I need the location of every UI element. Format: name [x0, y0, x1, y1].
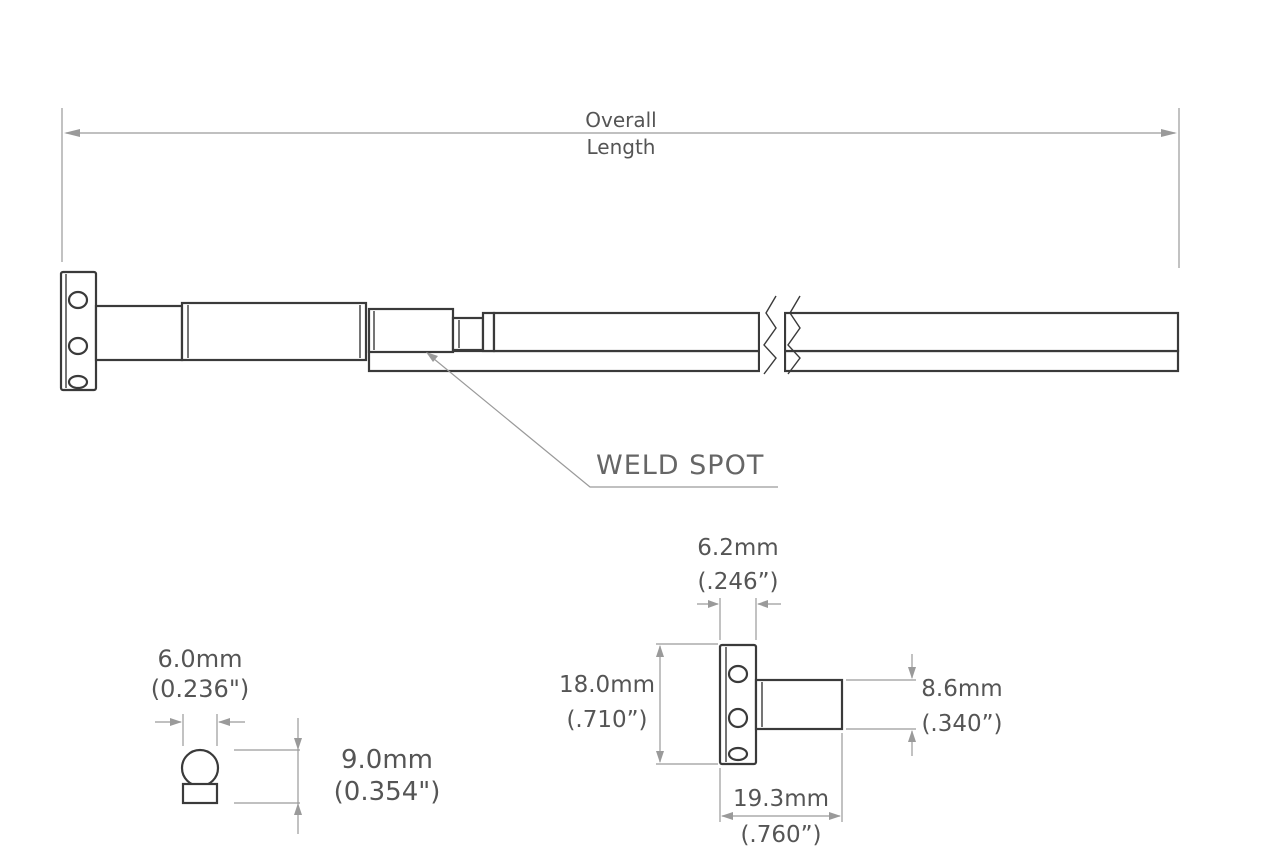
shaft-segment-1 — [94, 304, 184, 362]
long-rod-right — [783, 311, 1180, 353]
flange-thickness-in: (.246”) — [697, 569, 778, 595]
side-view-stub-shaft — [754, 678, 844, 731]
overall-length-dimension: Overall Length — [61, 108, 1180, 268]
side-view: 6.2mm (.246”) 18.0mm (.710”) 8.6mm ( — [559, 535, 1003, 848]
end-view-height-arrow-bottom-icon — [294, 803, 302, 815]
flange-hole-middle — [67, 336, 89, 356]
end-view: 6.0mm (0.236") 9.0mm (0.354") — [151, 645, 441, 834]
shaft-diameter-mm: 8.6mm — [921, 676, 1002, 702]
weld-spot-label: WELD SPOT — [596, 450, 764, 481]
end-view-height-arrow-top-icon — [294, 738, 302, 750]
long-rod-left — [492, 311, 761, 353]
end-view-height-in: (0.354") — [334, 777, 441, 807]
end-view-flat-profile — [181, 782, 219, 805]
end-view-height-mm: 9.0mm — [341, 745, 433, 775]
stub-length-in: (.760”) — [740, 822, 821, 848]
shaft-neck — [451, 316, 485, 352]
shaft-diameter-arrow-bottom-icon — [908, 730, 916, 742]
flange-height-mm: 18.0mm — [559, 672, 655, 698]
shaft-diameter-arrow-top-icon — [908, 667, 916, 679]
overall-length-label-line1: Overall — [585, 108, 656, 132]
weld-spot-callout: WELD SPOT — [426, 352, 778, 488]
weld-spot-arrow-icon — [426, 352, 438, 362]
rod-assembly — [59, 270, 1180, 392]
end-view-width-arrow-right-icon — [218, 718, 230, 726]
flange-thickness-mm: 6.2mm — [697, 535, 778, 561]
flange-height-arrow-bottom-icon — [656, 751, 664, 763]
break-mark-left-icon — [763, 295, 777, 375]
flange-hole-bottom — [67, 374, 89, 390]
overall-length-label-line2: Length — [587, 135, 656, 159]
shaft-collar — [481, 311, 496, 353]
flange-thickness-arrow-right-icon — [757, 600, 768, 608]
break-mark-right-icon — [787, 295, 801, 375]
arrow-left-icon — [64, 129, 80, 137]
flat-bar-right — [783, 349, 1180, 373]
break-gap — [760, 290, 784, 382]
stub-length-arrow-left-icon — [721, 812, 733, 820]
flange-height-arrow-top-icon — [656, 645, 664, 657]
end-view-width-mm: 6.0mm — [158, 645, 243, 673]
side-flange-hole-bottom — [727, 746, 749, 762]
end-view-width-in: (0.236") — [151, 675, 249, 703]
flange-hole-top — [67, 290, 89, 310]
weld-spot-leader-line — [427, 353, 778, 488]
end-view-width-arrow-left-icon — [170, 718, 182, 726]
stub-length-mm: 19.3mm — [733, 786, 829, 812]
side-flange-hole-middle — [727, 707, 749, 729]
stub-length-arrow-right-icon — [829, 812, 841, 820]
flange-height-in: (.710”) — [566, 707, 647, 733]
shaft-segment-3 — [367, 307, 455, 354]
arrow-right-icon — [1161, 129, 1177, 137]
side-flange-hole-top — [727, 664, 749, 684]
flange-thickness-arrow-left-icon — [708, 600, 719, 608]
shaft-diameter-in: (.340”) — [921, 711, 1002, 737]
shaft-segment-2 — [180, 301, 368, 362]
end-view-round-profile — [180, 748, 220, 788]
